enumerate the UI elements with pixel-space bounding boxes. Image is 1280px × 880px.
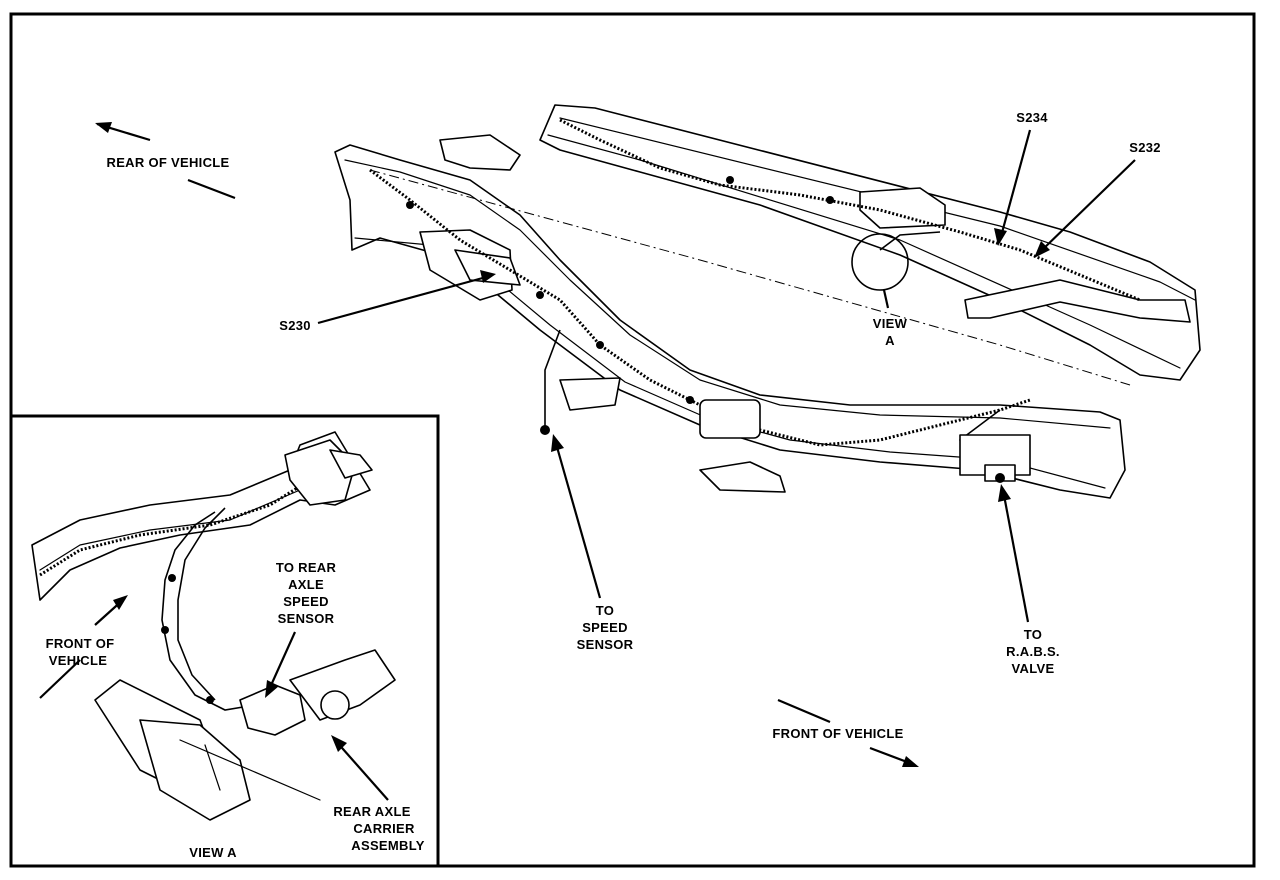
label-view-a-2: A: [885, 333, 895, 348]
inset-label-carrier-2: CARRIER: [353, 821, 415, 836]
harness-far: [559, 118, 1141, 302]
inset-label-front-1: FRONT OF: [46, 636, 115, 651]
front-of-vehicle-indicator: FRONT OF VEHICLE: [772, 698, 919, 767]
vehicle-centerline: [369, 169, 1131, 386]
front-cross-member: [964, 279, 1191, 323]
view-a-callout: VIEW A: [873, 289, 908, 348]
label-to-rabs-1: TO: [1024, 627, 1042, 642]
label-to-speed-sensor-3: SENSOR: [577, 637, 634, 652]
s232-callout: S232: [1034, 140, 1161, 258]
label-s234: S234: [1016, 110, 1048, 125]
far-frame-rail: [539, 104, 1201, 381]
inset-caption-view-a: VIEW A: [189, 845, 237, 860]
inset-label-front-2: VEHICLE: [49, 653, 107, 668]
label-s230: S230: [279, 318, 311, 333]
inset-label-rear-axle-speed-3: SPEED: [283, 594, 329, 609]
label-to-speed-sensor-2: SPEED: [582, 620, 628, 635]
inset-label-rear-axle-speed-1: TO REAR: [276, 560, 337, 575]
inset-frame-rail: [31, 431, 371, 601]
inset-axle-right: [289, 649, 396, 721]
to-rabs-valve-callout: TO R.A.B.S. VALVE: [998, 484, 1060, 676]
label-rear-of-vehicle: REAR OF VEHICLE: [107, 155, 230, 170]
to-speed-sensor-callout: TO SPEED SENSOR: [551, 434, 634, 652]
inset-label-rear-axle-speed-4: SENSOR: [278, 611, 335, 626]
view-a-circle: [851, 233, 909, 291]
inset-sensor-harness: [161, 511, 256, 711]
label-to-rabs-3: VALVE: [1012, 661, 1055, 676]
s230-callout: S230: [279, 270, 496, 333]
harness-connector-block: [699, 399, 761, 439]
s234-callout: S234: [994, 110, 1048, 246]
vehicle-frame-drawing: [334, 104, 1201, 499]
rear-of-vehicle-indicator: REAR OF VEHICLE: [95, 122, 236, 200]
inset-label-rear-axle-speed-2: AXLE: [288, 577, 324, 592]
inset-label-carrier-3: ASSEMBLY: [351, 838, 424, 853]
label-s232: S232: [1129, 140, 1161, 155]
view-a-inset: FRONT OF VEHICLE TO REAR AXLE SPEED SENS…: [9, 414, 440, 868]
inset-label-carrier-1: REAR AXLE: [333, 804, 410, 819]
label-to-rabs-2: R.A.B.S.: [1006, 644, 1060, 659]
label-to-speed-sensor-1: TO: [596, 603, 614, 618]
label-front-of-vehicle: FRONT OF VEHICLE: [772, 726, 903, 741]
label-view-a-1: VIEW: [873, 316, 908, 331]
